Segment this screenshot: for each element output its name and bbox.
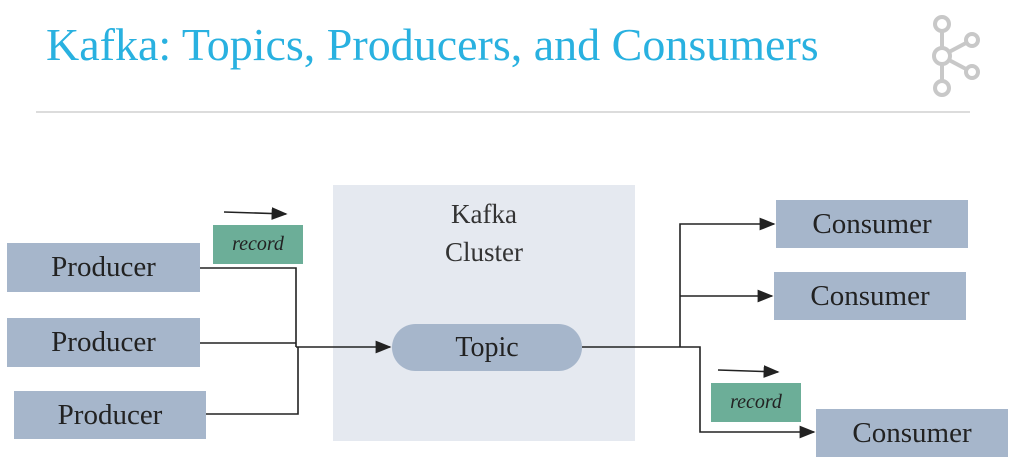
consumer-box-2: Consumer — [774, 272, 966, 320]
kafka-logo-icon — [932, 15, 980, 97]
producer-box-2: Producer — [7, 318, 200, 367]
cluster-label-line2: Cluster — [445, 237, 523, 267]
producer-3-line — [206, 347, 299, 415]
record-1-flow-arrow — [223, 207, 288, 220]
record-label-2: record — [711, 383, 801, 422]
kafka-cluster — [333, 185, 635, 441]
consumer-3-arrow — [680, 346, 816, 439]
producer-box-1: Producer — [7, 243, 200, 292]
consumer-box-1: Consumer — [776, 200, 968, 248]
cluster-label: Kafka Cluster — [333, 195, 635, 271]
page-title: Kafka: Topics, Producers, and Consumers — [46, 19, 819, 70]
consumer-1-arrow — [679, 217, 776, 347]
title-divider — [36, 111, 970, 113]
producer-1-line — [200, 267, 297, 347]
producer-box-3: Producer — [14, 391, 206, 439]
cluster-label-line1: Kafka — [451, 199, 517, 229]
consumer-box-3: Consumer — [816, 409, 1008, 457]
record-label-1: record — [213, 225, 303, 264]
record-2-flow-arrow — [717, 365, 780, 378]
topic-node: Topic — [392, 324, 582, 371]
